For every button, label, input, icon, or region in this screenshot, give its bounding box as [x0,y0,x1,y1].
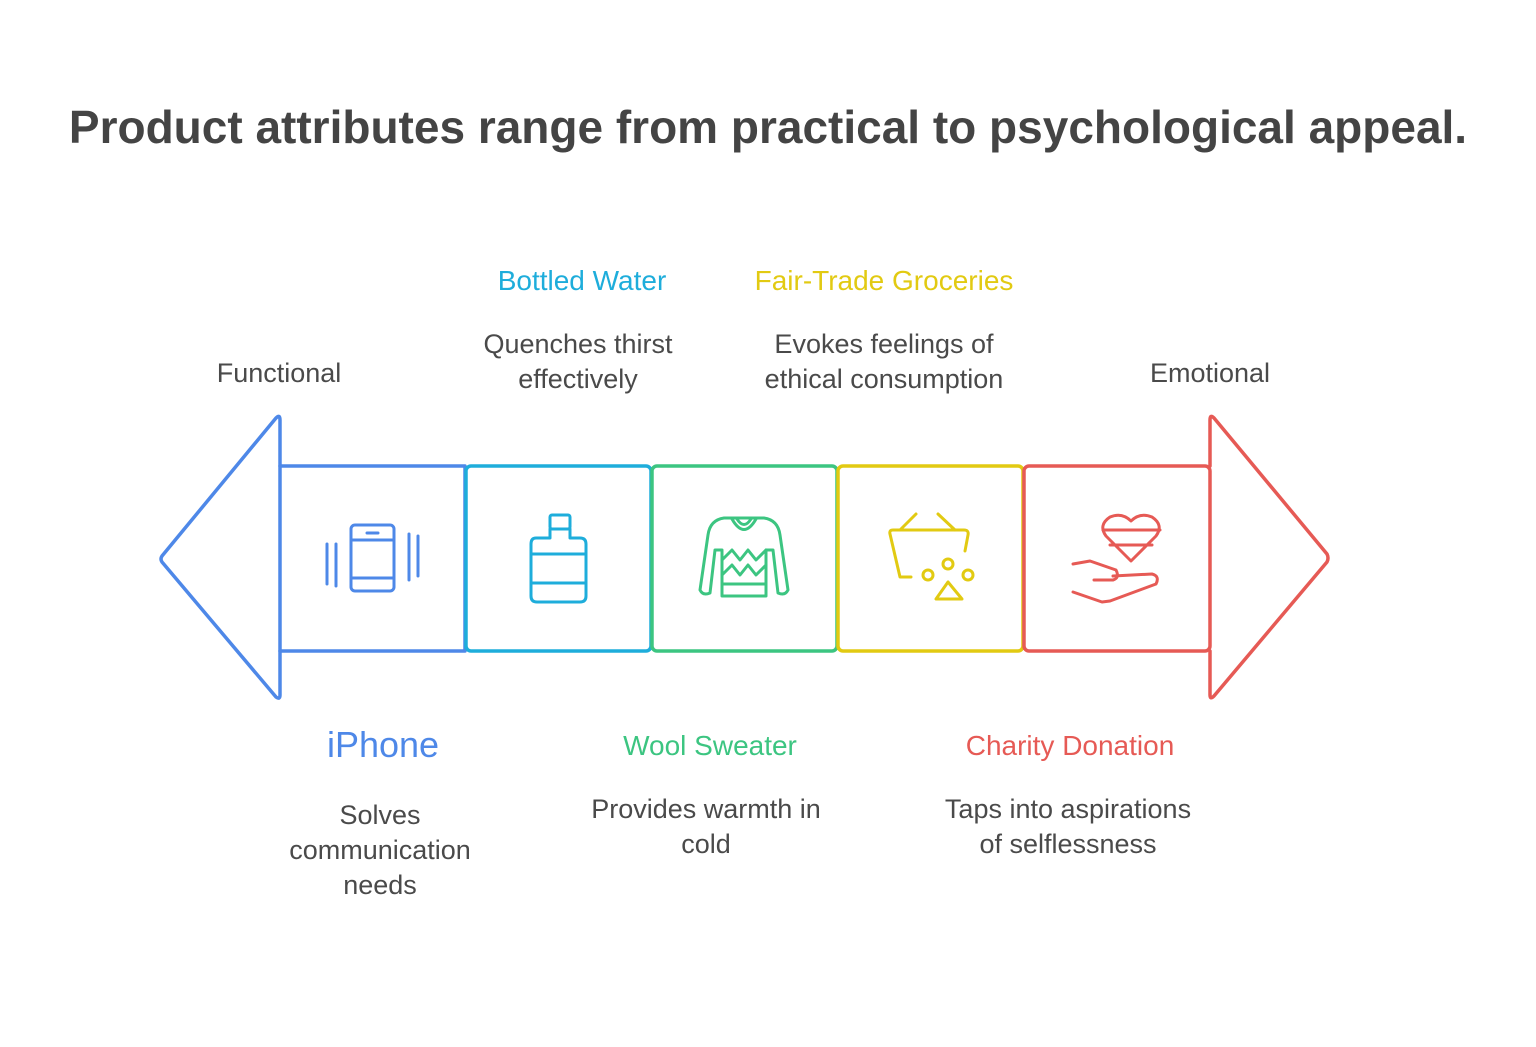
page-title: Product attributes range from practical … [68,101,1468,153]
water-bottle-icon [529,513,588,604]
item-title-fair-trade: Fair-Trade Groceries [754,265,1014,296]
vibrating-phone-icon [325,523,420,593]
segment-wool-sweater [650,464,839,653]
segment-iphone [278,464,467,653]
sweater-icon [698,516,790,598]
grocery-basket-icon [888,512,975,601]
heart-in-hand-icon [1071,513,1162,604]
item-desc-iphone: Solves communication needs [289,800,471,900]
segment-charity [1022,464,1212,653]
item-title-bottled-water: Bottled Water [497,265,667,296]
axis-label-functional: Functional [216,358,342,388]
axis-label-emotional: Emotional [1149,358,1271,388]
right-arrowhead [1208,414,1330,700]
item-desc-charity: Taps into aspirations of selflessness [944,794,1192,859]
item-desc-wool-sweater: Provides warmth in cold [591,794,821,859]
segment-fair-trade [836,464,1025,653]
left-arrowhead [159,414,282,700]
item-title-iphone: iPhone [326,724,440,765]
item-title-charity: Charity Donation [965,730,1175,761]
item-desc-fair-trade: Evokes feelings of ethical consumption [764,329,1004,394]
segment-bottled-water [464,464,653,653]
item-title-wool-sweater: Wool Sweater [623,730,797,761]
item-desc-bottled-water: Quenches thirst effectively [483,329,673,394]
